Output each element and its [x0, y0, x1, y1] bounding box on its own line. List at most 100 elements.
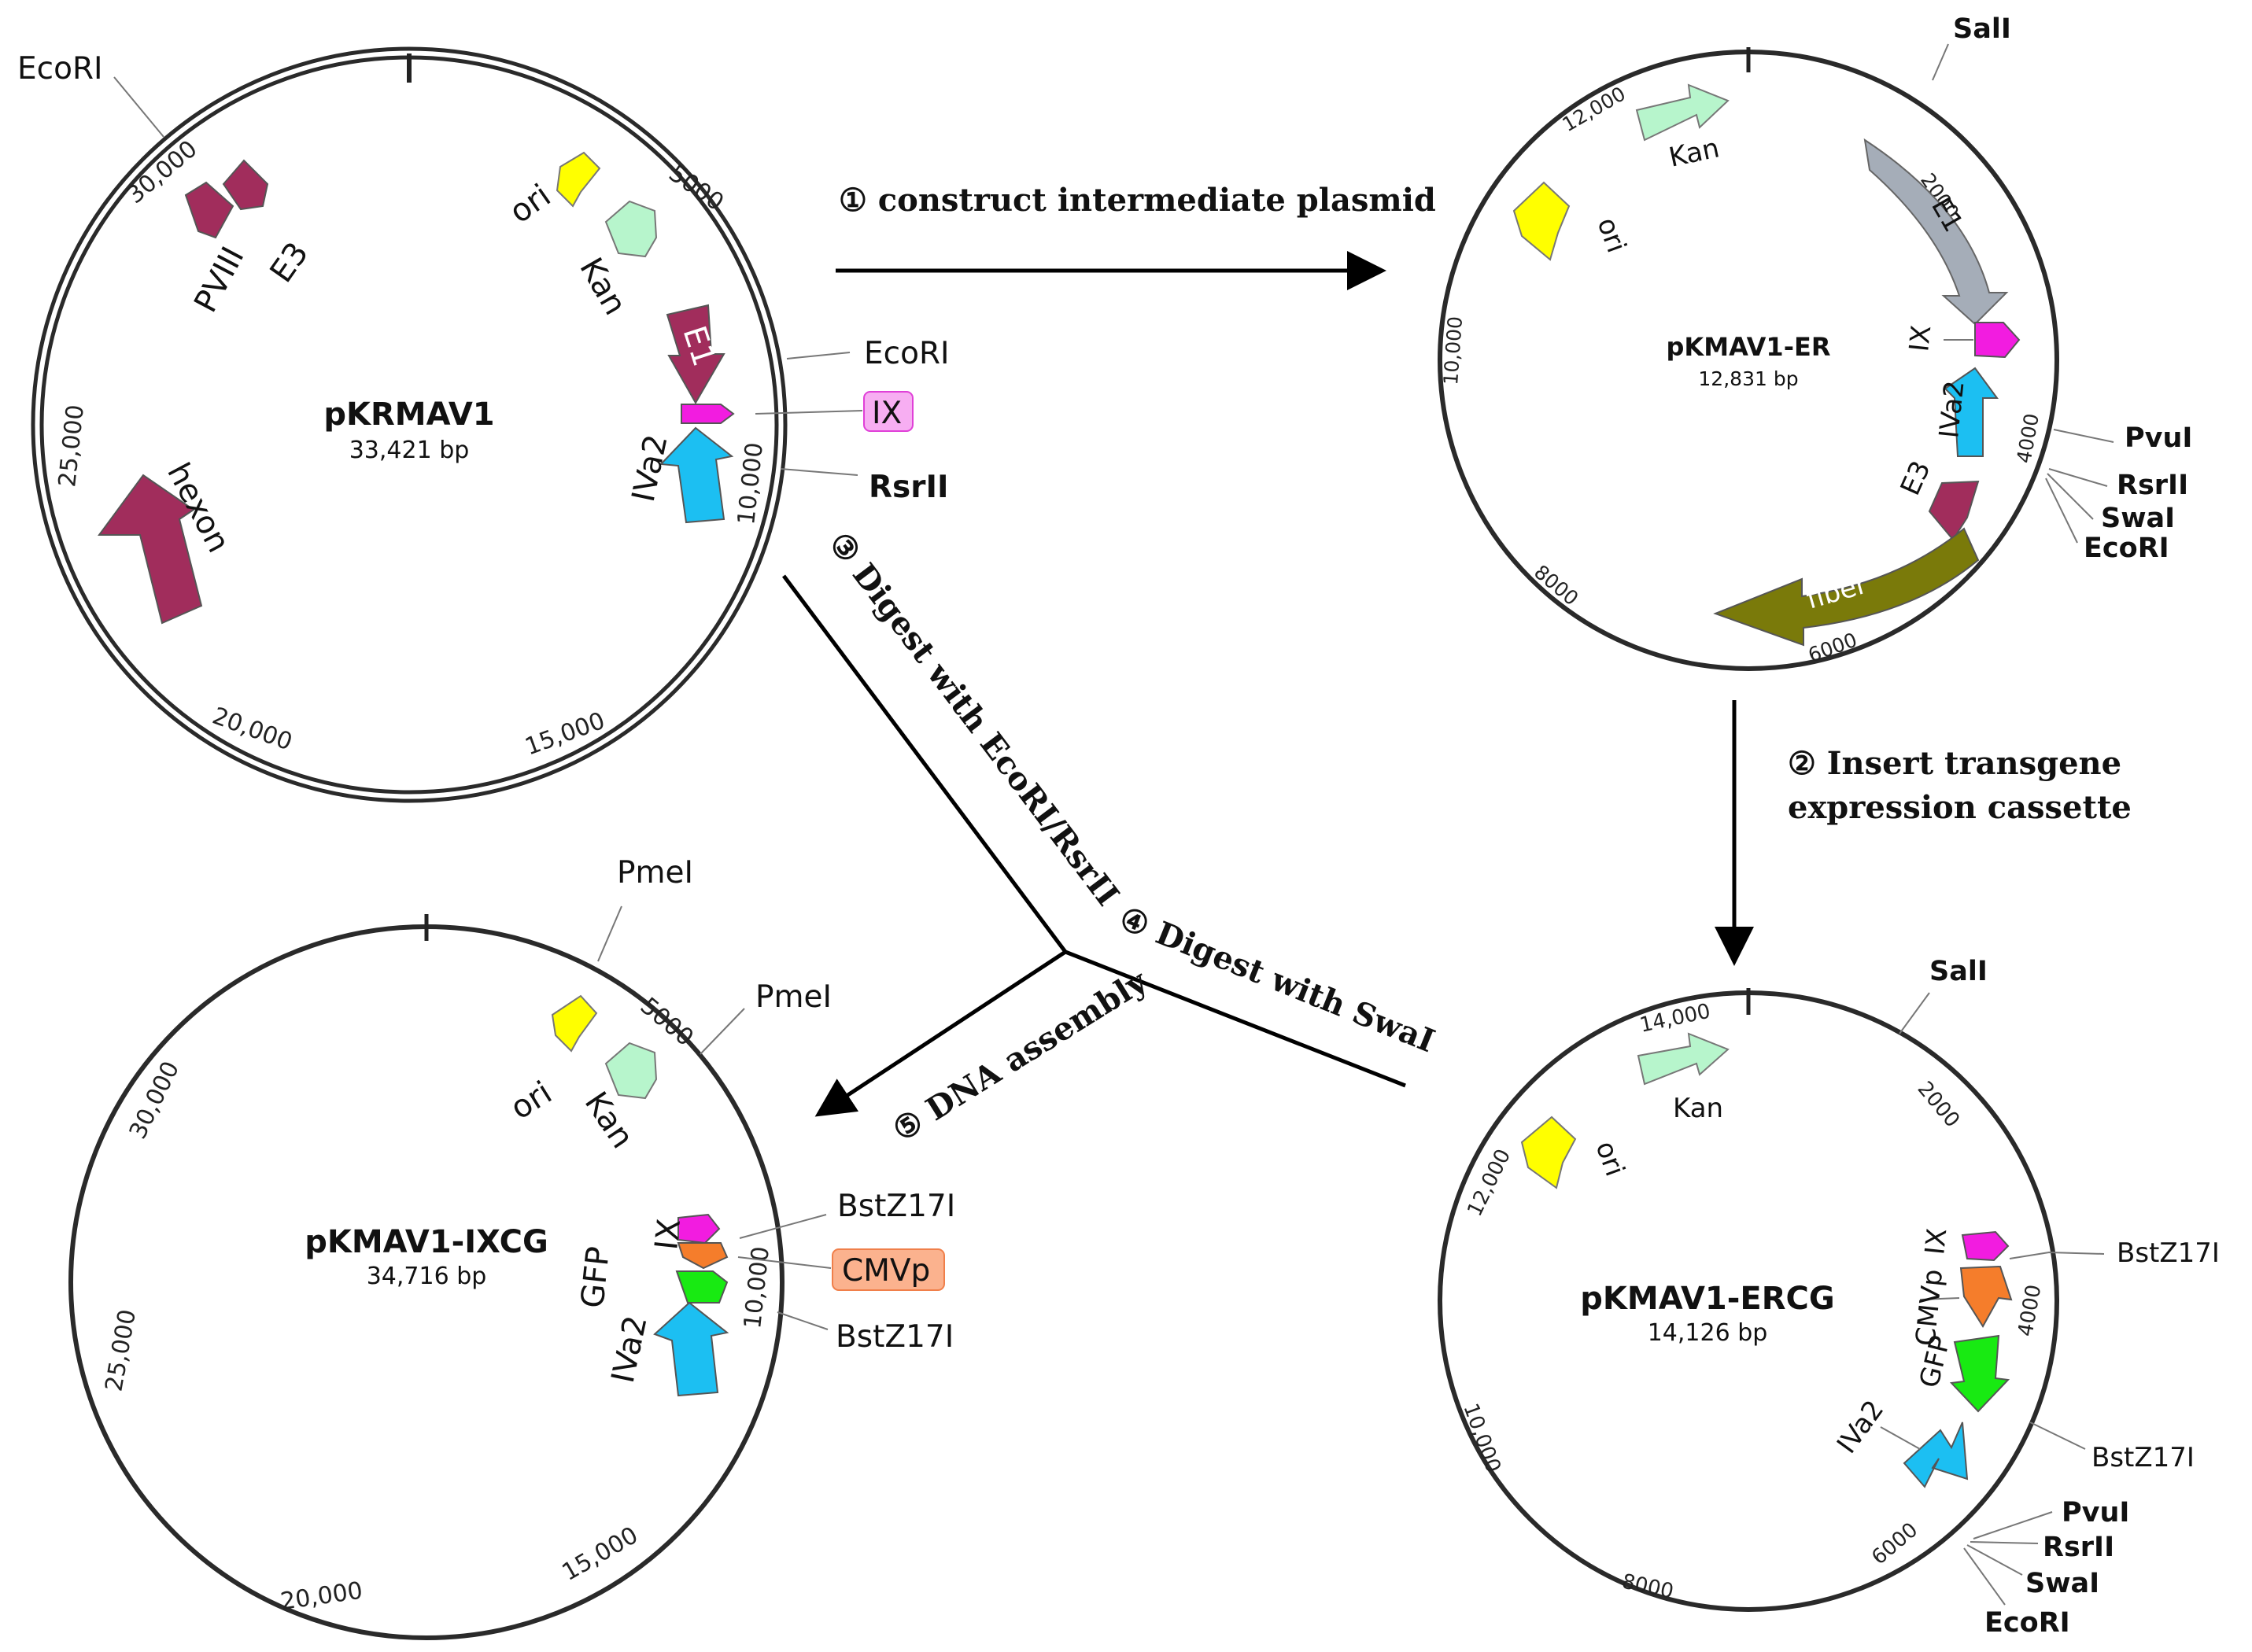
site-leader	[2045, 478, 2078, 544]
tick-label: 30,000	[124, 1057, 185, 1144]
plasmid-pkrmav1: pKRMAV1 33,421 bp 5000 10,000 15,000 20,…	[17, 46, 950, 803]
gfp-label: GFP	[574, 1245, 617, 1311]
ori-arrow	[1520, 1115, 1577, 1189]
site-label: PmeI	[755, 979, 832, 1015]
ori-arrow	[551, 994, 598, 1053]
site-leader	[755, 410, 863, 415]
site-label: RsrII	[869, 470, 949, 505]
ori-arrow	[556, 151, 601, 208]
site-leader	[1973, 1511, 2053, 1540]
site-label: SwaI	[2025, 1568, 2099, 1599]
iva2-arrow	[653, 1301, 729, 1397]
tick-label: 25,000	[54, 404, 90, 489]
site-label: RsrII	[2043, 1532, 2114, 1563]
site-leader	[2053, 429, 2114, 443]
cmvp-arrow	[677, 1242, 729, 1270]
site-label: EcoRI	[17, 51, 103, 87]
iva2-label: IVa2	[605, 1312, 655, 1386]
plasmid-name: pKRMAV1	[323, 396, 494, 433]
site-label: SalI	[1953, 13, 2011, 45]
kan-label: Kan	[1667, 132, 1722, 173]
tick-label: 20,000	[279, 1577, 364, 1616]
site-label: EcoRI	[1984, 1607, 2070, 1639]
site-leader	[786, 352, 851, 360]
e3-arrow	[1928, 480, 1980, 541]
ori-label: ori	[1589, 1137, 1631, 1180]
ori-label: ori	[1591, 213, 1633, 256]
ori-arrow	[1512, 181, 1571, 261]
iva2-leader	[1880, 1426, 1921, 1450]
site-label: EcoRI	[2084, 533, 2169, 564]
iva2-label: IVa2	[1933, 379, 1970, 440]
plasmid-pkmav1-er: pKMAV1-ER 12,831 bp 2000 4000 6000 8000 …	[1438, 13, 2192, 671]
site-label: BstZ17I	[837, 1189, 955, 1224]
ix-arrow	[1961, 1230, 2010, 1262]
step2-label-line1: ② Insert transgene	[1788, 745, 2121, 782]
step2-label-line2: expression cassette	[1788, 789, 2132, 826]
plasmid-ring-outer	[31, 46, 788, 803]
tick-label: 15,000	[558, 1521, 643, 1587]
plasmid-pkmav1-ercg: pKMAV1-ERCG 14,126 bp 2000 4000 6000 800…	[1438, 956, 2220, 1639]
iva2-arrow	[1903, 1422, 1969, 1488]
e1-arrow	[666, 304, 725, 405]
step5-label: ⑤ DNA assembly	[886, 962, 1154, 1149]
site-label: PmeI	[617, 855, 693, 891]
plasmid-name: pKMAV1-ERCG	[1580, 1281, 1834, 1317]
tick-label: 4000	[2014, 1283, 2046, 1338]
site-leader	[2009, 1251, 2105, 1259]
tick-label: 25,000	[100, 1307, 142, 1393]
site-leader	[1963, 1547, 2006, 1606]
hexon-arrow	[98, 474, 203, 625]
tick-label: 12,000	[1463, 1145, 1515, 1220]
plasmid-name: pKMAV1-IXCG	[305, 1224, 548, 1260]
site-leader	[113, 76, 164, 138]
iva2-arrow	[1944, 367, 1999, 457]
pviii-label: PVIII	[187, 241, 251, 318]
tick-label: 4000	[2012, 411, 2043, 465]
site-label: PvuI	[2125, 422, 2192, 454]
e3-label: E3	[1895, 456, 1937, 500]
site-leader	[700, 1008, 745, 1055]
plasmid-size: 14,126 bp	[1648, 1319, 1768, 1347]
site-leader	[739, 1214, 827, 1239]
site-leader	[737, 1256, 832, 1269]
cmvp-arrow	[1959, 1265, 2013, 1328]
site-leader	[2047, 473, 2094, 520]
site-leader	[1899, 992, 1930, 1034]
site-label: SalI	[1929, 956, 1988, 987]
plasmid-size: 12,831 bp	[1698, 367, 1798, 390]
site-leader	[1970, 1541, 2039, 1544]
e3-label: E3	[264, 236, 316, 289]
site-leader	[2029, 1422, 2086, 1450]
site-label: CMVp	[842, 1253, 930, 1289]
tick-label: 10,000	[733, 441, 769, 526]
e1-arrow	[1863, 138, 2009, 326]
site-label: PvuI	[2062, 1497, 2129, 1528]
site-label: IX	[872, 396, 902, 431]
ix-label: IX	[1919, 1227, 1953, 1256]
plasmid-size: 33,421 bp	[349, 437, 470, 464]
ori-label: ori	[504, 1075, 559, 1127]
cmvp-leader	[1919, 1297, 1960, 1300]
ix-arrow	[1974, 322, 2021, 359]
site-label: RsrII	[2117, 470, 2188, 501]
kan-arrow	[1637, 1032, 1730, 1086]
gfp-arrow	[675, 1270, 729, 1304]
plasmid-pkmav1-ixcg: pKMAV1-IXCG 34,716 bp 5000 10,000 15,000…	[68, 855, 955, 1640]
site-leader	[1932, 43, 1949, 81]
kan-arrow	[1635, 83, 1730, 142]
site-leader	[780, 468, 858, 476]
kan-arrow	[604, 200, 658, 258]
iva2-label: IVa2	[626, 431, 675, 505]
tick-label: 10,000	[1458, 1400, 1504, 1476]
tick-label: 2000	[1913, 1077, 1965, 1132]
e3-arrow	[222, 159, 269, 211]
cmvp-highlight-box	[832, 1248, 945, 1291]
step3-line	[781, 574, 1068, 953]
plasmid-name: pKMAV1-ER	[1667, 332, 1831, 362]
kan-arrow	[604, 1042, 658, 1100]
iva2-arrow	[659, 426, 734, 524]
site-label: EcoRI	[864, 336, 950, 371]
pviii-arrow	[184, 181, 234, 239]
site-leader	[2048, 468, 2108, 487]
